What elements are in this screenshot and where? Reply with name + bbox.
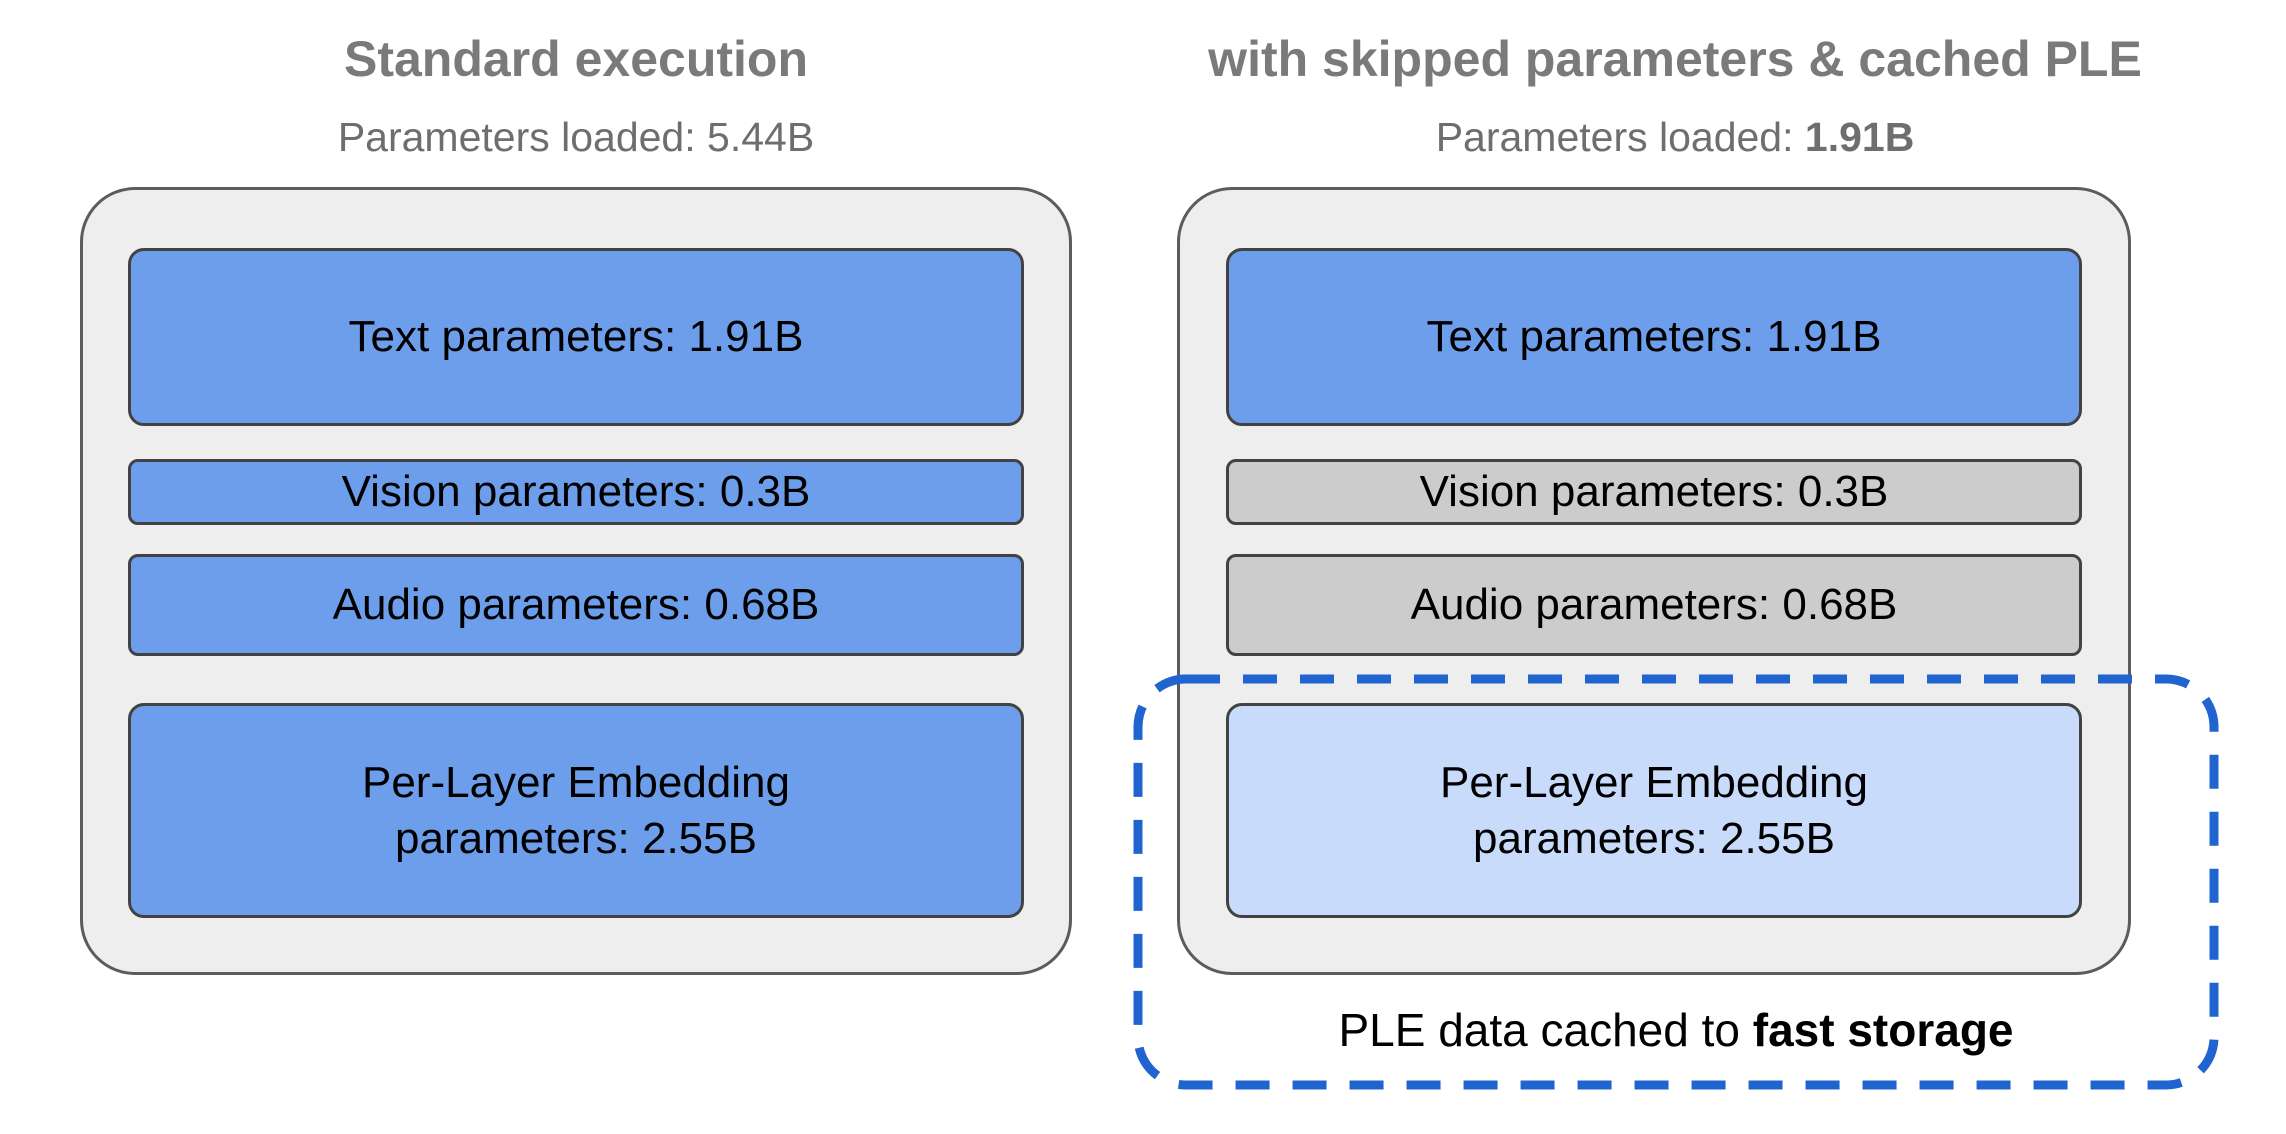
bar-label: Per-Layer Embedding parameters: 2.55B — [362, 755, 790, 867]
left-subtitle-value: 5.44B — [707, 114, 815, 160]
right-bar-audio-parameters-skipped: Audio parameters: 0.68B — [1226, 554, 2082, 656]
right-bar-text-parameters: Text parameters: 1.91B — [1226, 248, 2082, 426]
right-panel-title: with skipped parameters & cached PLE — [1208, 31, 2142, 87]
bar-label: Audio parameters: 0.68B — [1410, 580, 1898, 629]
bar-label: Audio parameters: 0.68B — [332, 580, 820, 629]
cache-note-prefix: PLE data cached to — [1338, 1004, 1753, 1056]
right-panel-subtitle: Parameters loaded: 1.91B — [1130, 112, 2220, 162]
left-panel-title: Standard execution — [344, 31, 808, 87]
bar-label: Vision parameters: 0.3B — [341, 467, 811, 516]
left-subtitle-prefix: Parameters loaded: — [337, 114, 708, 160]
left-bar-ple-parameters: Per-Layer Embedding parameters: 2.55B — [128, 703, 1024, 918]
left-bar-vision-parameters: Vision parameters: 0.3B — [128, 459, 1024, 525]
ple-label-line2: parameters: 2.55B — [395, 813, 757, 863]
ple-label-line1: Per-Layer Embedding — [361, 757, 790, 807]
bar-label: Text parameters: 1.91B — [348, 312, 804, 361]
cache-note-bold: fast storage — [1752, 1004, 2014, 1056]
right-bar-ple-parameters-cached: Per-Layer Embedding parameters: 2.55B — [1226, 703, 2082, 918]
right-subtitle-prefix: Parameters loaded: — [1435, 114, 1805, 160]
cache-note: PLE data cached to fast storage — [1133, 1002, 2219, 1058]
left-model-container: Text parameters: 1.91B Vision parameters… — [80, 187, 1072, 975]
right-bar-vision-parameters-skipped: Vision parameters: 0.3B — [1226, 459, 2082, 525]
left-bar-audio-parameters: Audio parameters: 0.68B — [128, 554, 1024, 656]
bar-label: Vision parameters: 0.3B — [1419, 467, 1889, 516]
bar-label: Per-Layer Embedding parameters: 2.55B — [1440, 755, 1868, 867]
right-subtitle-value: 1.91B — [1804, 114, 1915, 160]
left-bar-text-parameters: Text parameters: 1.91B — [128, 248, 1024, 426]
left-panel-subtitle: Parameters loaded: 5.44B — [80, 112, 1072, 162]
ple-label-line2: parameters: 2.55B — [1473, 813, 1835, 863]
bar-label: Text parameters: 1.91B — [1426, 312, 1882, 361]
right-model-container: Text parameters: 1.91B Vision parameters… — [1177, 187, 2131, 975]
ple-label-line1: Per-Layer Embedding — [1439, 757, 1868, 807]
